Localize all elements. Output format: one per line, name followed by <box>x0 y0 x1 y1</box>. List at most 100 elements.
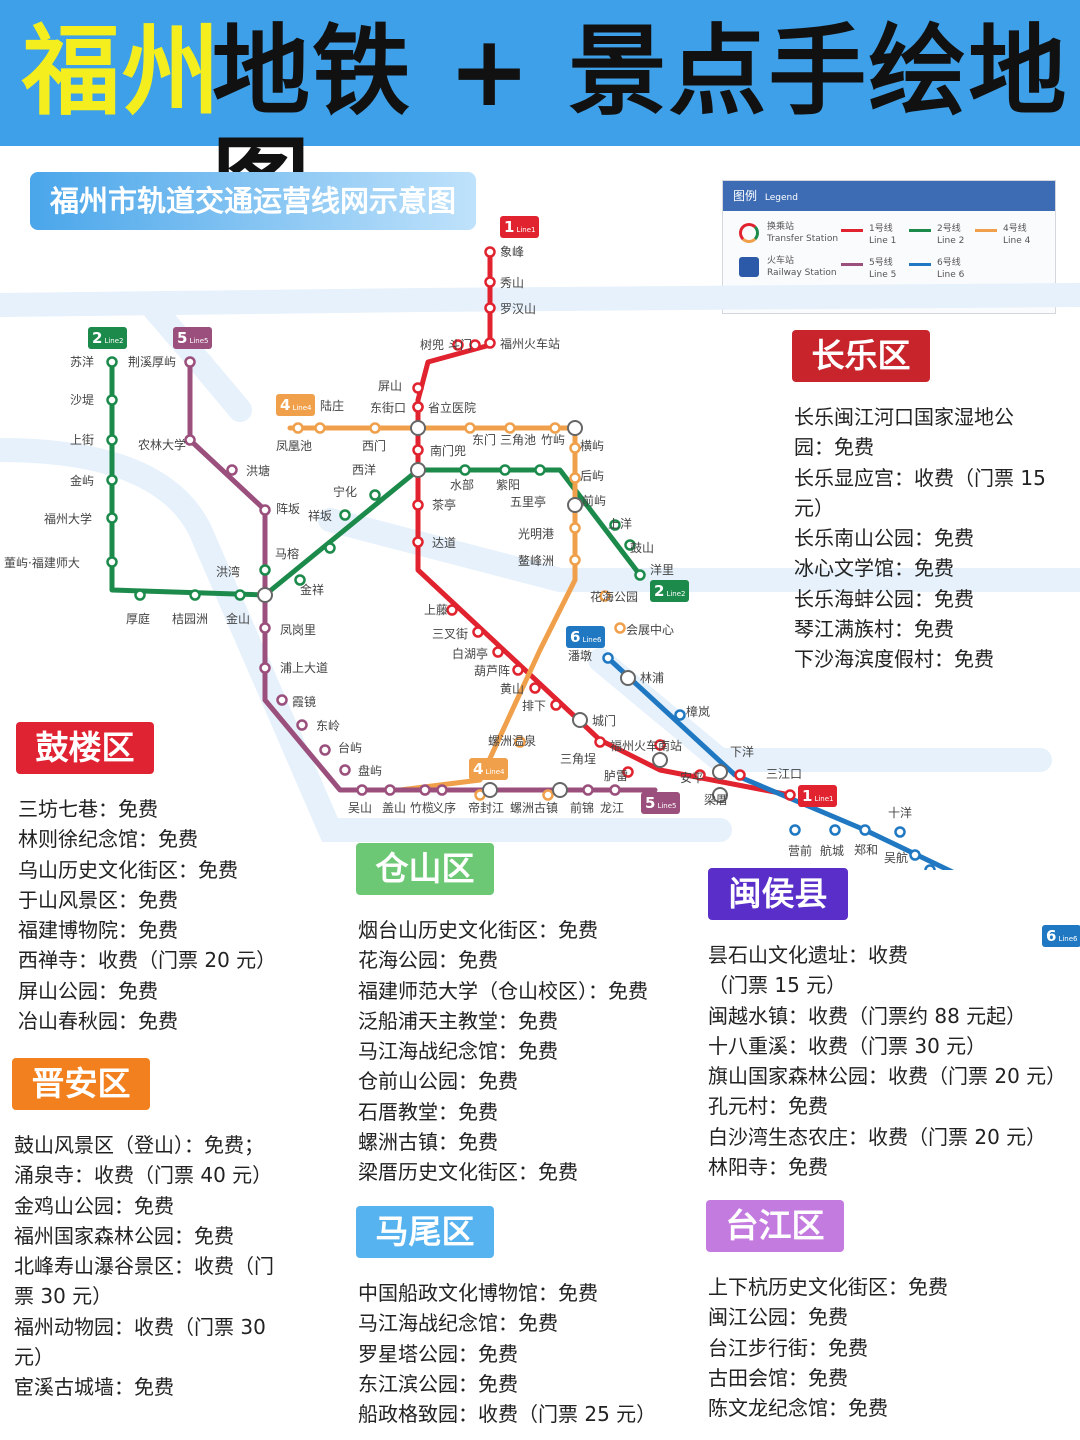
station-label: 屏山 <box>378 379 402 393</box>
list-item: 白沙湾生态农庄：收费（门票 20 元） <box>708 1124 1047 1149</box>
transfer-station-icon <box>410 420 426 436</box>
station-dot <box>734 769 746 781</box>
station-label: 三角池 <box>500 433 536 447</box>
station-dot <box>259 622 271 634</box>
station-label: 荆溪厚屿 <box>128 355 176 369</box>
list-item: 中国船政文化博物馆：免费 <box>358 1281 598 1305</box>
district-gulou-title: 鼓楼区 <box>16 722 154 774</box>
station-dot <box>469 339 481 351</box>
station-label: 樟岚 <box>686 704 710 719</box>
station-dot <box>189 589 201 601</box>
station-label: 霞镜 <box>292 694 316 709</box>
station-label: 下洋 <box>730 744 754 759</box>
list-item: 梁厝历史文化街区：免费 <box>358 1160 578 1185</box>
district-changle-spots: 长乐闽江河口国家湿地公 园：免费 长乐显应宫：收费（门票 15 元） 长乐南山公… <box>794 402 1074 675</box>
station-label: 农林大学 <box>138 437 186 452</box>
legend-title: 图例 <box>733 189 758 203</box>
station-label: 梁厝 <box>704 792 728 807</box>
line4-path <box>287 425 578 793</box>
station-dot <box>296 719 308 731</box>
station-dot <box>106 394 118 406</box>
station-dot <box>894 826 906 838</box>
station-dot <box>599 590 611 602</box>
station-label: 胪雷 <box>604 769 628 783</box>
station-dot <box>356 784 368 796</box>
station-label: 南门兜 <box>430 443 466 458</box>
station-label: 鳌峰洲 <box>518 553 554 568</box>
station-label: 五里亭 <box>510 494 546 509</box>
list-item: 宦溪古城墙：免费 <box>14 1375 174 1400</box>
list-item: 乌山历史文化街区：免费 <box>18 857 238 882</box>
station-label: 树兜 <box>420 337 444 352</box>
legend-line-swatch <box>841 263 863 266</box>
station-label: 桔园洲 <box>172 612 208 626</box>
station-label: 光明港 <box>518 527 554 541</box>
list-item: 孔元村：免费 <box>708 1094 828 1119</box>
station-label: 金山 <box>226 611 250 626</box>
district-mawei-spots: 中国船政文化博物馆：免费 马江海战纪念馆：免费 罗星塔公园：免费 东江滨公园：免… <box>358 1278 698 1429</box>
station-dot <box>654 739 666 751</box>
list-item: 花海公园：免费 <box>358 948 498 973</box>
list-item: 罗星塔公园：免费 <box>358 1341 518 1366</box>
station-label: 前锦 <box>570 800 594 815</box>
station-dot <box>106 434 118 446</box>
station-dot <box>924 864 936 870</box>
station-label: 凤岗里 <box>280 623 316 637</box>
station-dot <box>294 574 306 586</box>
legend-line-swatch <box>841 229 863 232</box>
station-label: 盘屿 <box>358 763 382 778</box>
station-label: 厚庭 <box>126 611 150 626</box>
station-label: 东门 <box>472 432 496 447</box>
station-label: 螺洲古镇 <box>510 800 558 815</box>
list-item: 泛船浦天主教堂：免费 <box>358 1008 558 1033</box>
station-dot <box>602 652 614 664</box>
station-dot <box>484 302 496 314</box>
legend-railway-en: Railway Station <box>767 268 837 278</box>
station-label: 东岭 <box>316 719 340 733</box>
legend-transfer-en: Transfer Station <box>767 234 839 244</box>
list-item: 石厝教堂：免费 <box>358 1099 498 1124</box>
list-item: 闽江公园：免费 <box>708 1305 848 1330</box>
district-taijiang-title: 台江区 <box>706 1200 844 1252</box>
station-dot <box>484 337 496 349</box>
station-label: 斗门 <box>448 337 472 352</box>
station-label: 螺洲温泉 <box>488 734 536 748</box>
station-label: 城门 <box>592 713 616 728</box>
station-dot <box>259 662 271 674</box>
station-label: 凤凰池 <box>276 439 312 453</box>
list-item: 马江海战纪念馆：免费 <box>358 1311 558 1336</box>
transfer-station-icon <box>712 787 728 803</box>
station-dot <box>412 382 424 394</box>
station-dot <box>859 824 871 836</box>
station-dot <box>829 824 841 836</box>
legend-line-swatch <box>909 263 931 266</box>
station-dot <box>694 769 706 781</box>
list-item: 长乐南山公园：免费 <box>794 526 974 551</box>
list-item: 仓前山公园：免费 <box>358 1069 518 1094</box>
station-dot <box>484 276 496 288</box>
station-dot <box>542 789 554 801</box>
station-dot <box>384 784 396 796</box>
station-dot <box>459 464 471 476</box>
station-label: 省立医院 <box>428 400 476 415</box>
station-label: 苏洋 <box>70 354 94 369</box>
list-item: 于山风景区：免费 <box>18 887 178 912</box>
railway-station-icon <box>739 257 759 277</box>
station-dot <box>609 519 621 531</box>
list-item: 福州动物园：收费（门票 30 元） <box>14 1314 266 1370</box>
station-dot <box>514 736 526 748</box>
station-dot <box>412 536 424 548</box>
station-label: 马榕 <box>275 546 299 561</box>
district-jinan-spots: 鼓山风景区（登山）：免费； 涌泉寺：收费（门票 40 元） 金鸡山公园：免费 福… <box>14 1130 314 1403</box>
station-dot <box>339 509 351 521</box>
district-changle-title: 长乐区 <box>792 330 930 382</box>
station-dot <box>369 422 381 434</box>
list-item: 金鸡山公园：免费 <box>14 1193 174 1218</box>
station-label: 洪塘 <box>246 463 270 478</box>
station-label: 祥坂 <box>308 509 332 523</box>
